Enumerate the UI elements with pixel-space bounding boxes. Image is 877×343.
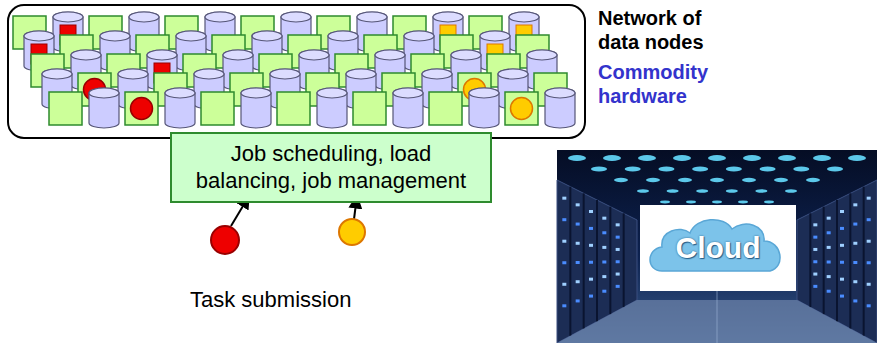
caption-text: Task submission: [190, 287, 410, 313]
node-text: Job scheduling, load balancing, job mana…: [178, 141, 484, 194]
data-node-square: [277, 92, 310, 125]
data-node-square: [201, 92, 234, 125]
cluster-outline: [8, 5, 585, 138]
server-room-picture: [557, 150, 877, 343]
region-note: Commodity hardware: [598, 60, 738, 108]
data-node-cylinder: [165, 88, 195, 128]
data-node-square: [353, 92, 386, 125]
data-node-cylinder: [241, 88, 271, 128]
data-node-square: [49, 92, 82, 125]
process-box: Job scheduling, load balancing, job mana…: [170, 132, 492, 203]
data-node-cylinder: [317, 88, 347, 128]
data-node-square: [505, 92, 538, 125]
data-node-cylinder: [393, 88, 423, 128]
data-node-cluster: [13, 12, 575, 128]
cloud-label: Cloud: [640, 205, 796, 291]
data-node-cylinder: [469, 88, 499, 128]
region-heading: Network of data nodes: [598, 6, 738, 54]
data-node-cylinder: [545, 88, 575, 128]
data-node-square: [125, 92, 158, 125]
data-node-cylinder: [89, 88, 119, 128]
data-node-square: [429, 92, 462, 125]
task-circle: [339, 219, 365, 245]
task-circle: [211, 226, 239, 254]
node-text: Cloud: [676, 230, 761, 266]
